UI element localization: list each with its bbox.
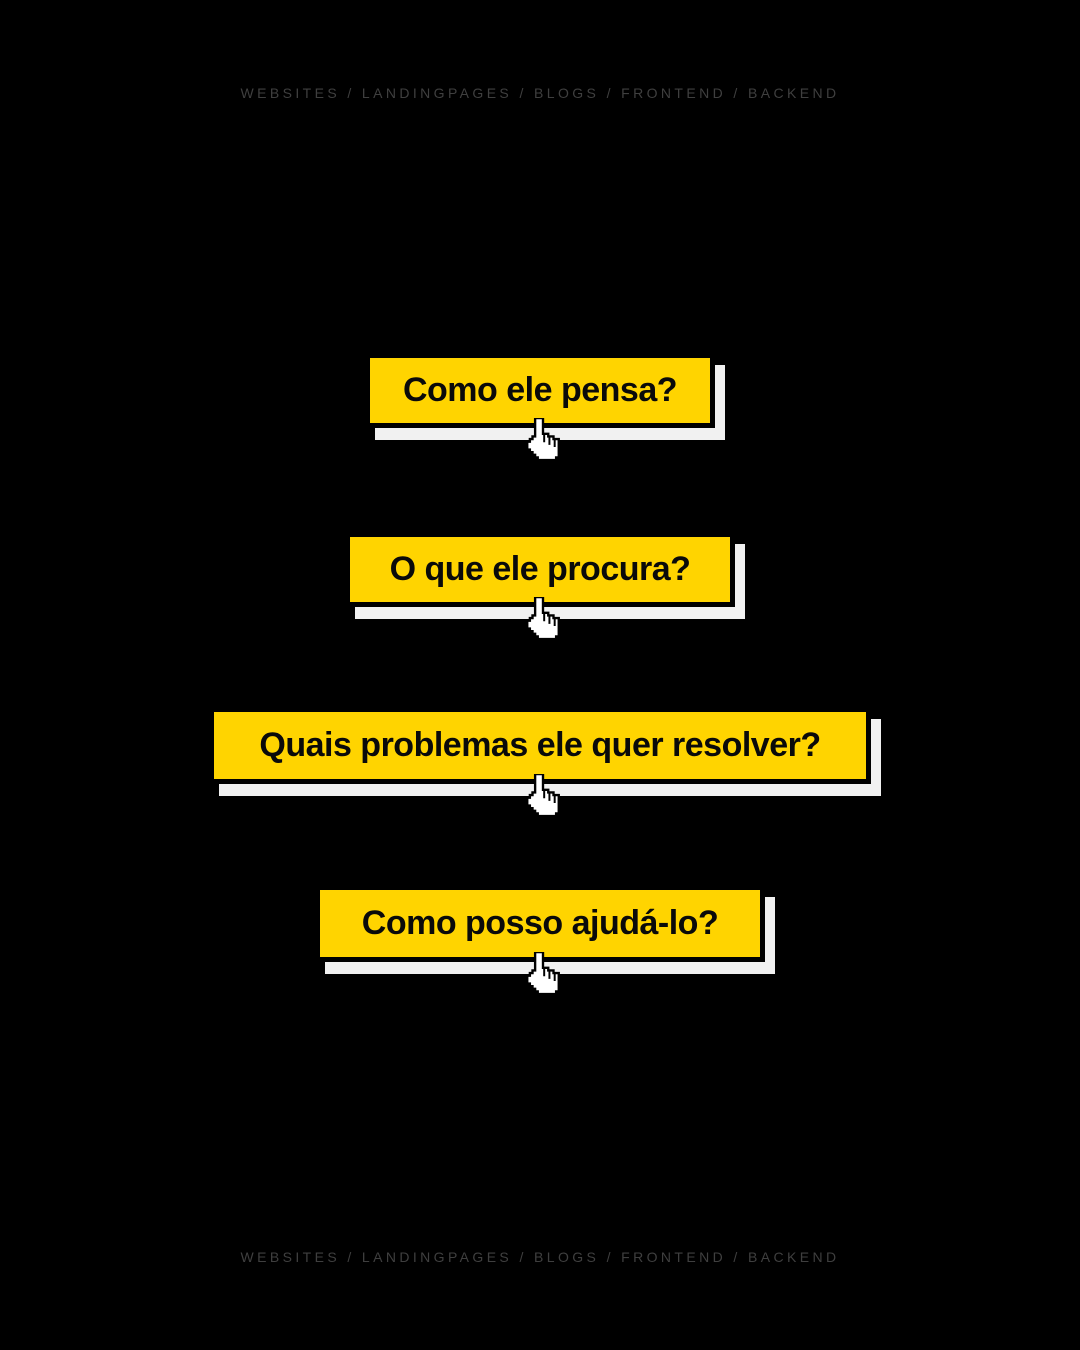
services-ticker-bottom: WEBSITES / LANDINGPAGES / BLOGS / FRONTE… [240, 1249, 840, 1265]
services-ticker-top: WEBSITES / LANDINGPAGES / BLOGS / FRONTE… [240, 85, 840, 101]
question-button-label: Como posso ajudá-lo? [361, 904, 719, 942]
question-button-o-que-ele-procura[interactable]: O que ele procura? [345, 532, 735, 641]
hand-cursor-icon [526, 774, 560, 818]
question-button-quais-problemas[interactable]: Quais problemas ele quer resolver? [209, 707, 871, 818]
hand-cursor-icon [526, 597, 560, 641]
button-row-2: O que ele procura? [0, 532, 1080, 641]
button-row-4: Como posso ajudá-lo? [0, 885, 1080, 996]
question-button-label: Quais problemas ele quer resolver? [259, 726, 821, 764]
question-button-label: O que ele procura? [389, 550, 691, 588]
button-row-1: Como ele pensa? [0, 353, 1080, 462]
hand-cursor-icon [526, 952, 560, 996]
question-button-como-posso-ajudalo[interactable]: Como posso ajudá-lo? [315, 885, 765, 996]
button-row-3: Quais problemas ele quer resolver? [0, 707, 1080, 818]
question-button-label: Como ele pensa? [402, 371, 678, 409]
question-button-como-ele-pensa[interactable]: Como ele pensa? [365, 353, 715, 462]
hand-cursor-icon [526, 418, 560, 462]
